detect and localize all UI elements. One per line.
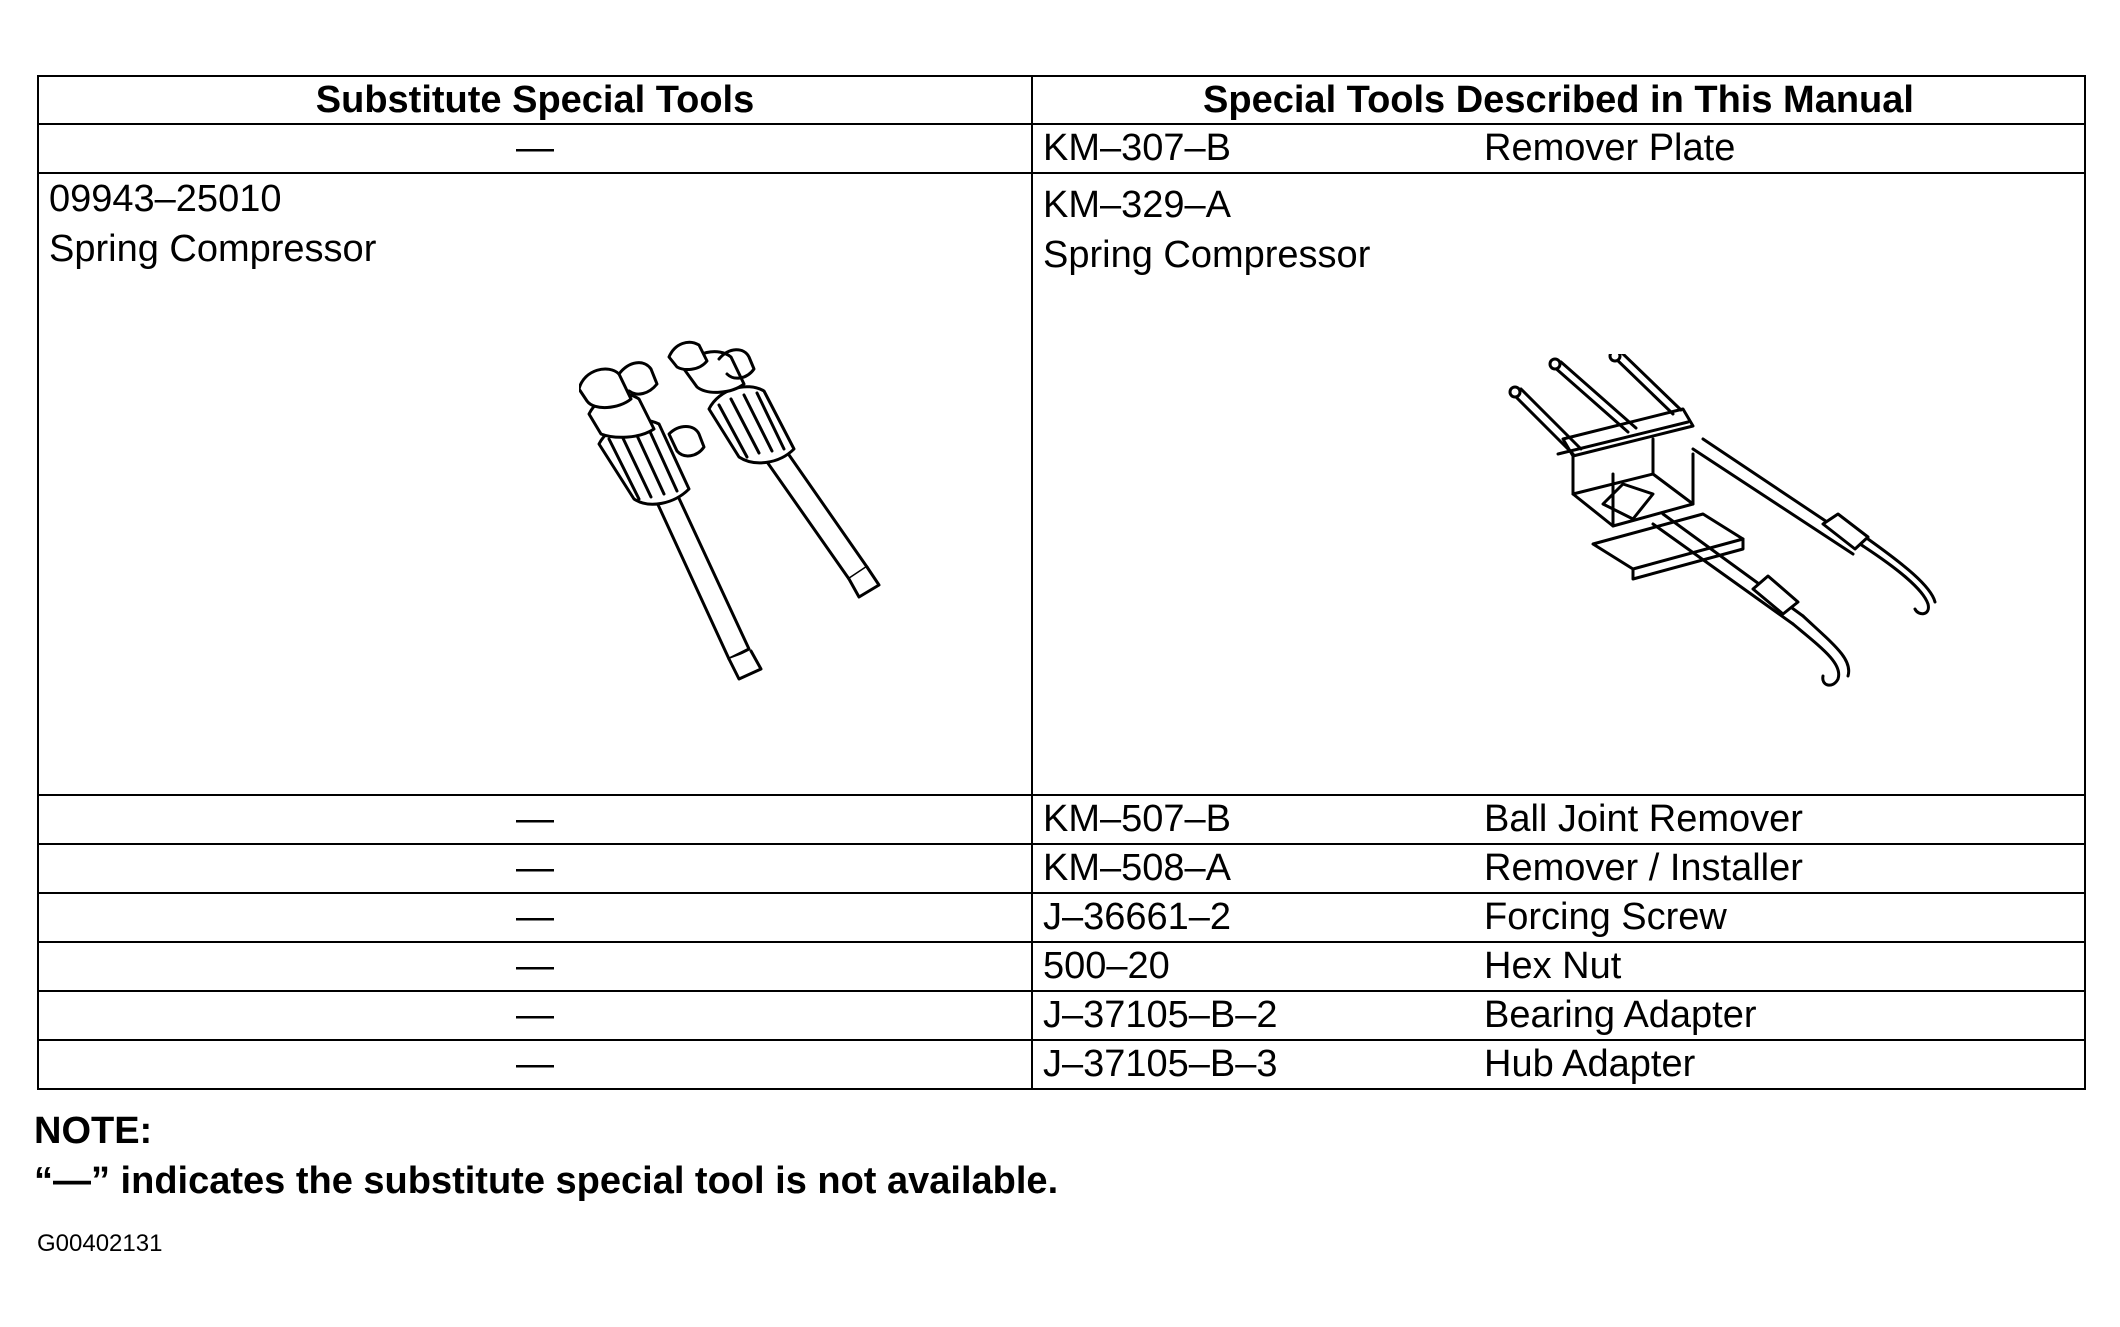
tool-description: Remover / Installer (1484, 847, 1803, 889)
tool-description: Spring Compressor (1043, 234, 1371, 276)
substitute-cell: — (37, 1039, 1033, 1090)
substitute-cell: — (37, 892, 1033, 943)
note-label: NOTE: (34, 1110, 153, 1152)
table-row: — KM–508–A Remover / Installer (37, 843, 2086, 894)
tool-code: 500–20 (1043, 945, 1170, 987)
table-row: — J–37105–B–3 Hub Adapter (37, 1039, 2086, 1090)
substitute-cell: — (37, 990, 1033, 1041)
substitute-cell: — (37, 843, 1033, 894)
tool-description: Hex Nut (1484, 945, 1622, 987)
tool-code: KM–329–A (1043, 184, 1232, 226)
substitute-cell: — (37, 941, 1033, 992)
tool-description: Ball Joint Remover (1484, 798, 1803, 840)
note-text: “—” indicates the substitute special too… (34, 1160, 1059, 1202)
tool-code: KM–507–B (1043, 798, 1232, 840)
header-substitute-tools: Substitute Special Tools (37, 75, 1033, 125)
tool-code: J–37105–B–3 (1043, 1043, 1278, 1085)
table-row: — KM–507–B Ball Joint Remover (37, 794, 2086, 845)
manual-tool-cell: KM–307–B Remover Plate (1031, 123, 2086, 174)
tool-code: J–37105–B–2 (1043, 994, 1278, 1036)
table-row: — KM–307–B Remover Plate (37, 123, 2086, 174)
table-row-spring-compressor: 09943–25010 Spring Compressor (37, 172, 2086, 796)
substitute-name: Spring Compressor (49, 228, 377, 270)
manual-tool-cell: J–37105–B–2 Bearing Adapter (1031, 990, 2086, 1041)
manual-tool-cell: J–37105–B–3 Hub Adapter (1031, 1039, 2086, 1090)
table-row: — 500–20 Hex Nut (37, 941, 2086, 992)
manual-tool-cell: 500–20 Hex Nut (1031, 941, 2086, 992)
manual-tool-cell: KM–329–A Spring Compressor (1031, 172, 2086, 796)
table-row: — J–37105–B–2 Bearing Adapter (37, 990, 2086, 1041)
special-tools-table: Substitute Special Tools Special Tools D… (37, 75, 2086, 1090)
manual-tool-cell: J–36661–2 Forcing Screw (1031, 892, 2086, 943)
manual-tool-cell: KM–508–A Remover / Installer (1031, 843, 2086, 894)
table-row: — J–36661–2 Forcing Screw (37, 892, 2086, 943)
spring-compressor-pair-illustration (579, 340, 881, 681)
tool-description: Bearing Adapter (1484, 994, 1757, 1036)
tool-code: KM–307–B (1043, 127, 1232, 169)
header-manual-tools: Special Tools Described in This Manual (1031, 75, 2086, 125)
tool-description: Forcing Screw (1484, 896, 1727, 938)
tool-description: Remover Plate (1484, 127, 1736, 169)
spring-compressor-frame-illustration (1508, 354, 1937, 687)
substitute-code: 09943–25010 (49, 178, 282, 220)
tool-description: Hub Adapter (1484, 1043, 1696, 1085)
substitute-cell: 09943–25010 Spring Compressor (37, 172, 1033, 796)
manual-tool-cell: KM–507–B Ball Joint Remover (1031, 794, 2086, 845)
table-header-row: Substitute Special Tools Special Tools D… (37, 75, 2086, 125)
figure-id: G00402131 (37, 1230, 163, 1257)
substitute-cell: — (37, 123, 1033, 174)
tool-code: KM–508–A (1043, 847, 1232, 889)
substitute-cell: — (37, 794, 1033, 845)
tool-code: J–36661–2 (1043, 896, 1232, 938)
